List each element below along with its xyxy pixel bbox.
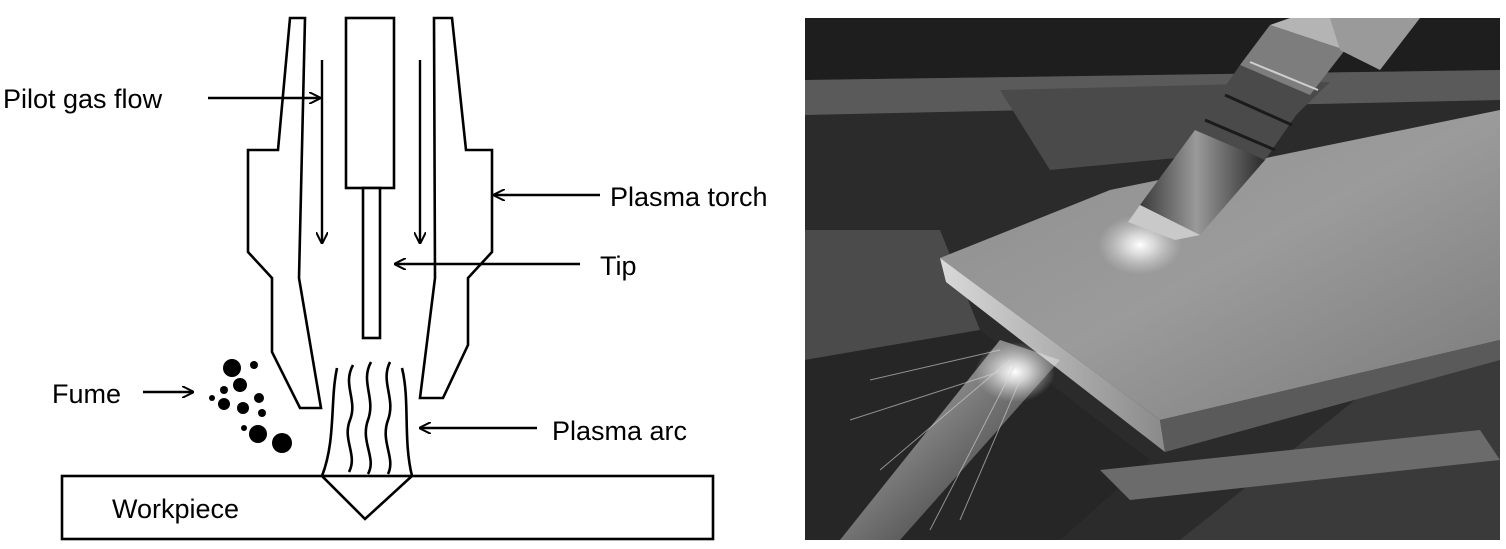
fume-particles	[209, 359, 292, 453]
label-plasma-arc: Plasma arc	[552, 416, 687, 446]
plasma-arc-wave-2	[366, 362, 371, 474]
torch-left-wall	[248, 18, 321, 408]
plasma-arc-wave-1	[348, 365, 353, 472]
plasma-arc-wave-3	[386, 362, 391, 474]
plasma-cutting-photo	[805, 18, 1500, 540]
label-pilot-gas-flow: Pilot gas flow	[3, 84, 163, 114]
label-tip: Tip	[600, 251, 637, 281]
tip-rod	[363, 188, 380, 338]
label-workpiece: Workpiece	[112, 494, 239, 524]
electrode-block	[346, 18, 394, 188]
torch-schematic: Pilot gas flow Plasma torch Tip Fume Pla…	[3, 18, 768, 539]
label-fume: Fume	[52, 379, 121, 409]
torch-right-wall	[420, 18, 492, 398]
label-plasma-torch: Plasma torch	[610, 182, 768, 212]
